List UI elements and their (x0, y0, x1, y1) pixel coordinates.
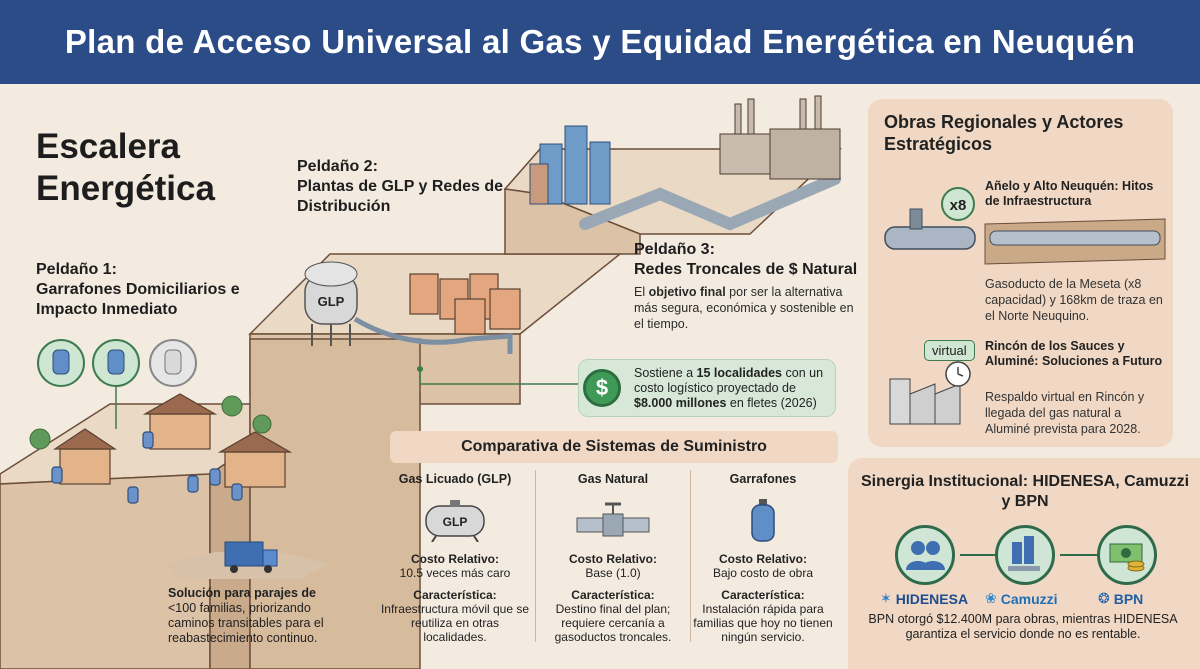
char-label: Característica: (571, 588, 655, 602)
pipe-icon (884, 226, 976, 250)
cylinder-bubbles (37, 339, 197, 387)
x8-badge-label: x8 (950, 197, 967, 214)
step1-caption: Solución para parajes de <100 familias, … (168, 586, 328, 646)
city-buildings (529, 125, 611, 205)
houses-step1 (53, 393, 293, 488)
valve-icon (909, 208, 923, 230)
city-network-icon (995, 525, 1055, 585)
bpn-label: BPN (1113, 590, 1144, 607)
cost-value: 10.5 veces más caro (399, 566, 511, 580)
step2-title: Plantas de GLP y Redes de Distribución (297, 178, 504, 215)
obras-item1-illustration: x8 (884, 187, 1166, 265)
step3-title: Redes Troncales de $ Natural (634, 261, 858, 278)
char-value: Instalación rápida para familias que hoy… (693, 602, 833, 644)
x8-badge (941, 187, 975, 221)
gasoducto-pipe (989, 230, 1161, 246)
pipe-valve-icon (538, 496, 688, 544)
glp-small-label: GLP (443, 515, 468, 529)
sinergia-desc: BPN otorgó $12.400M para obras, mientras… (868, 612, 1178, 641)
step3-desc-pre: El (634, 285, 649, 299)
camuzzi-logo: ❀Camuzzi (985, 590, 1058, 607)
step1-cliff (0, 473, 211, 669)
obras-panel (868, 99, 1173, 447)
cost-value: Bajo costo de obra (712, 566, 814, 580)
step3-description: El objetivo final por ser la alternativa… (634, 284, 864, 332)
obras-item1-subtitle: Añelo y Alto Neuquén: Hitos de Infraestr… (985, 179, 1154, 208)
step3-heading: Peldaño 3: Redes Troncales de $ Natural (634, 240, 864, 280)
pipeline-step3 (579, 173, 841, 231)
sinergia-title: Sinergia Institucional: HIDENESA, Camuzz… (860, 473, 1190, 510)
step2-lead: Peldaño 2: (297, 158, 378, 175)
cost-label: Costo Relativo: (410, 552, 499, 566)
divider (690, 470, 691, 642)
sustain-localidades: 15 localidades (696, 366, 783, 380)
divider (535, 470, 536, 642)
virtual-badge: virtual (924, 340, 975, 361)
glp-tank-small-icon: GLP (380, 496, 530, 544)
houses-step2 (409, 273, 521, 335)
gas-cylinder-icon (688, 496, 838, 544)
obras-title: Obras Regionales y Actores Estratégicos (884, 112, 1124, 154)
people-icon (895, 525, 955, 585)
step1-lead: Peldaño 1: (36, 261, 117, 278)
dollar-coin-icon: $ (583, 369, 621, 407)
glp-tank-icon: GLP (304, 261, 358, 346)
char-label: Característica: (721, 588, 805, 602)
step1-caption-bold: Solución para parajes de (168, 586, 316, 600)
comp-col-garrafones: Garrafones Costo Relativo: Bajo costo de… (688, 472, 838, 644)
step2-heading: Peldaño 2: Plantas de GLP y Redes de Dis… (297, 157, 527, 217)
cost-value: Base (1.0) (585, 566, 641, 580)
step3-desc-bold: objetivo final (648, 285, 726, 299)
step1-caption-rest: <100 familias, priorizando caminos trans… (168, 601, 324, 645)
header-bar: Plan de Acceso Universal al Gas y Equida… (0, 0, 1200, 84)
staircase-illustration: GLP (0, 95, 842, 669)
step3-desc-post: por ser la alternativa más segura, econó… (634, 285, 854, 331)
sustain-mid: con un costo logístico proyectado de (634, 366, 824, 395)
cost-label: Costo Relativo: (718, 552, 807, 566)
escalera-title: Escalera Energética (36, 127, 215, 208)
obras-item2-desc: Respaldo virtual en Rincón y llegada del… (985, 390, 1145, 436)
char-label: Característica: (413, 588, 497, 602)
comp-col-glp: Gas Licuado (GLP) GLP Costo Relativo: 10… (380, 472, 530, 644)
infographic-stage: GLP Escalera Energética Peldaño 1: (0, 84, 1200, 669)
sustain-post: en fletes (2026) (726, 396, 817, 410)
sinergia-connector (960, 554, 1097, 556)
pipe-step2 (353, 316, 513, 354)
cost-label: Costo Relativo: (568, 552, 657, 566)
trees-step1 (29, 395, 272, 450)
sustain-pre: Sostiene a (634, 366, 697, 380)
col-name: Garrafones (729, 472, 797, 486)
glp-tank-label: GLP (318, 294, 345, 309)
camuzzi-label: Camuzzi (1000, 590, 1058, 607)
factory-icon (719, 95, 841, 180)
comparativa-title: Comparativa de Sistemas de Suministro (390, 431, 838, 463)
char-value: Destino final del plan; requiere cercaní… (554, 602, 672, 644)
obras-item2-illustration (889, 361, 971, 425)
hidenesa-logo: ✶HIDENESA (880, 590, 969, 607)
step1-heading: Peldaño 1: Garrafones Domiciliarios e Im… (36, 260, 296, 320)
col-name: Gas Licuado (GLP) (398, 472, 512, 486)
money-icon (1097, 525, 1157, 585)
sustain-cost: $8.000 millones (634, 396, 727, 410)
col-name: Gas Natural (577, 472, 649, 486)
truck-icon (165, 541, 330, 579)
small-cylinders (51, 431, 243, 504)
char-value: Infraestructura móvil que se reutiliza e… (380, 602, 530, 644)
step1-title: Garrafones Domiciliarios e Impacto Inmed… (36, 281, 240, 318)
bpn-logo: ❂BPN (1098, 590, 1144, 607)
page-title: Plan de Acceso Universal al Gas y Equida… (64, 23, 1136, 60)
obras-item1-desc: Gasoducto de la Meseta (x8 capacidad) y … (985, 277, 1163, 323)
hidenesa-label: HIDENESA (895, 590, 969, 607)
chimney-icon (889, 378, 911, 425)
sustain-text: Sostiene a 15 localidades con un costo l… (634, 366, 834, 411)
step3-lead: Peldaño 3: (634, 241, 715, 258)
obras-item2-subtitle: Rincón de los Sauces y Aluminé: Solucion… (985, 339, 1163, 368)
comp-col-gas-natural: Gas Natural Costo Relativo: Base (1.0) C… (538, 472, 688, 644)
sustain-box (578, 359, 836, 417)
